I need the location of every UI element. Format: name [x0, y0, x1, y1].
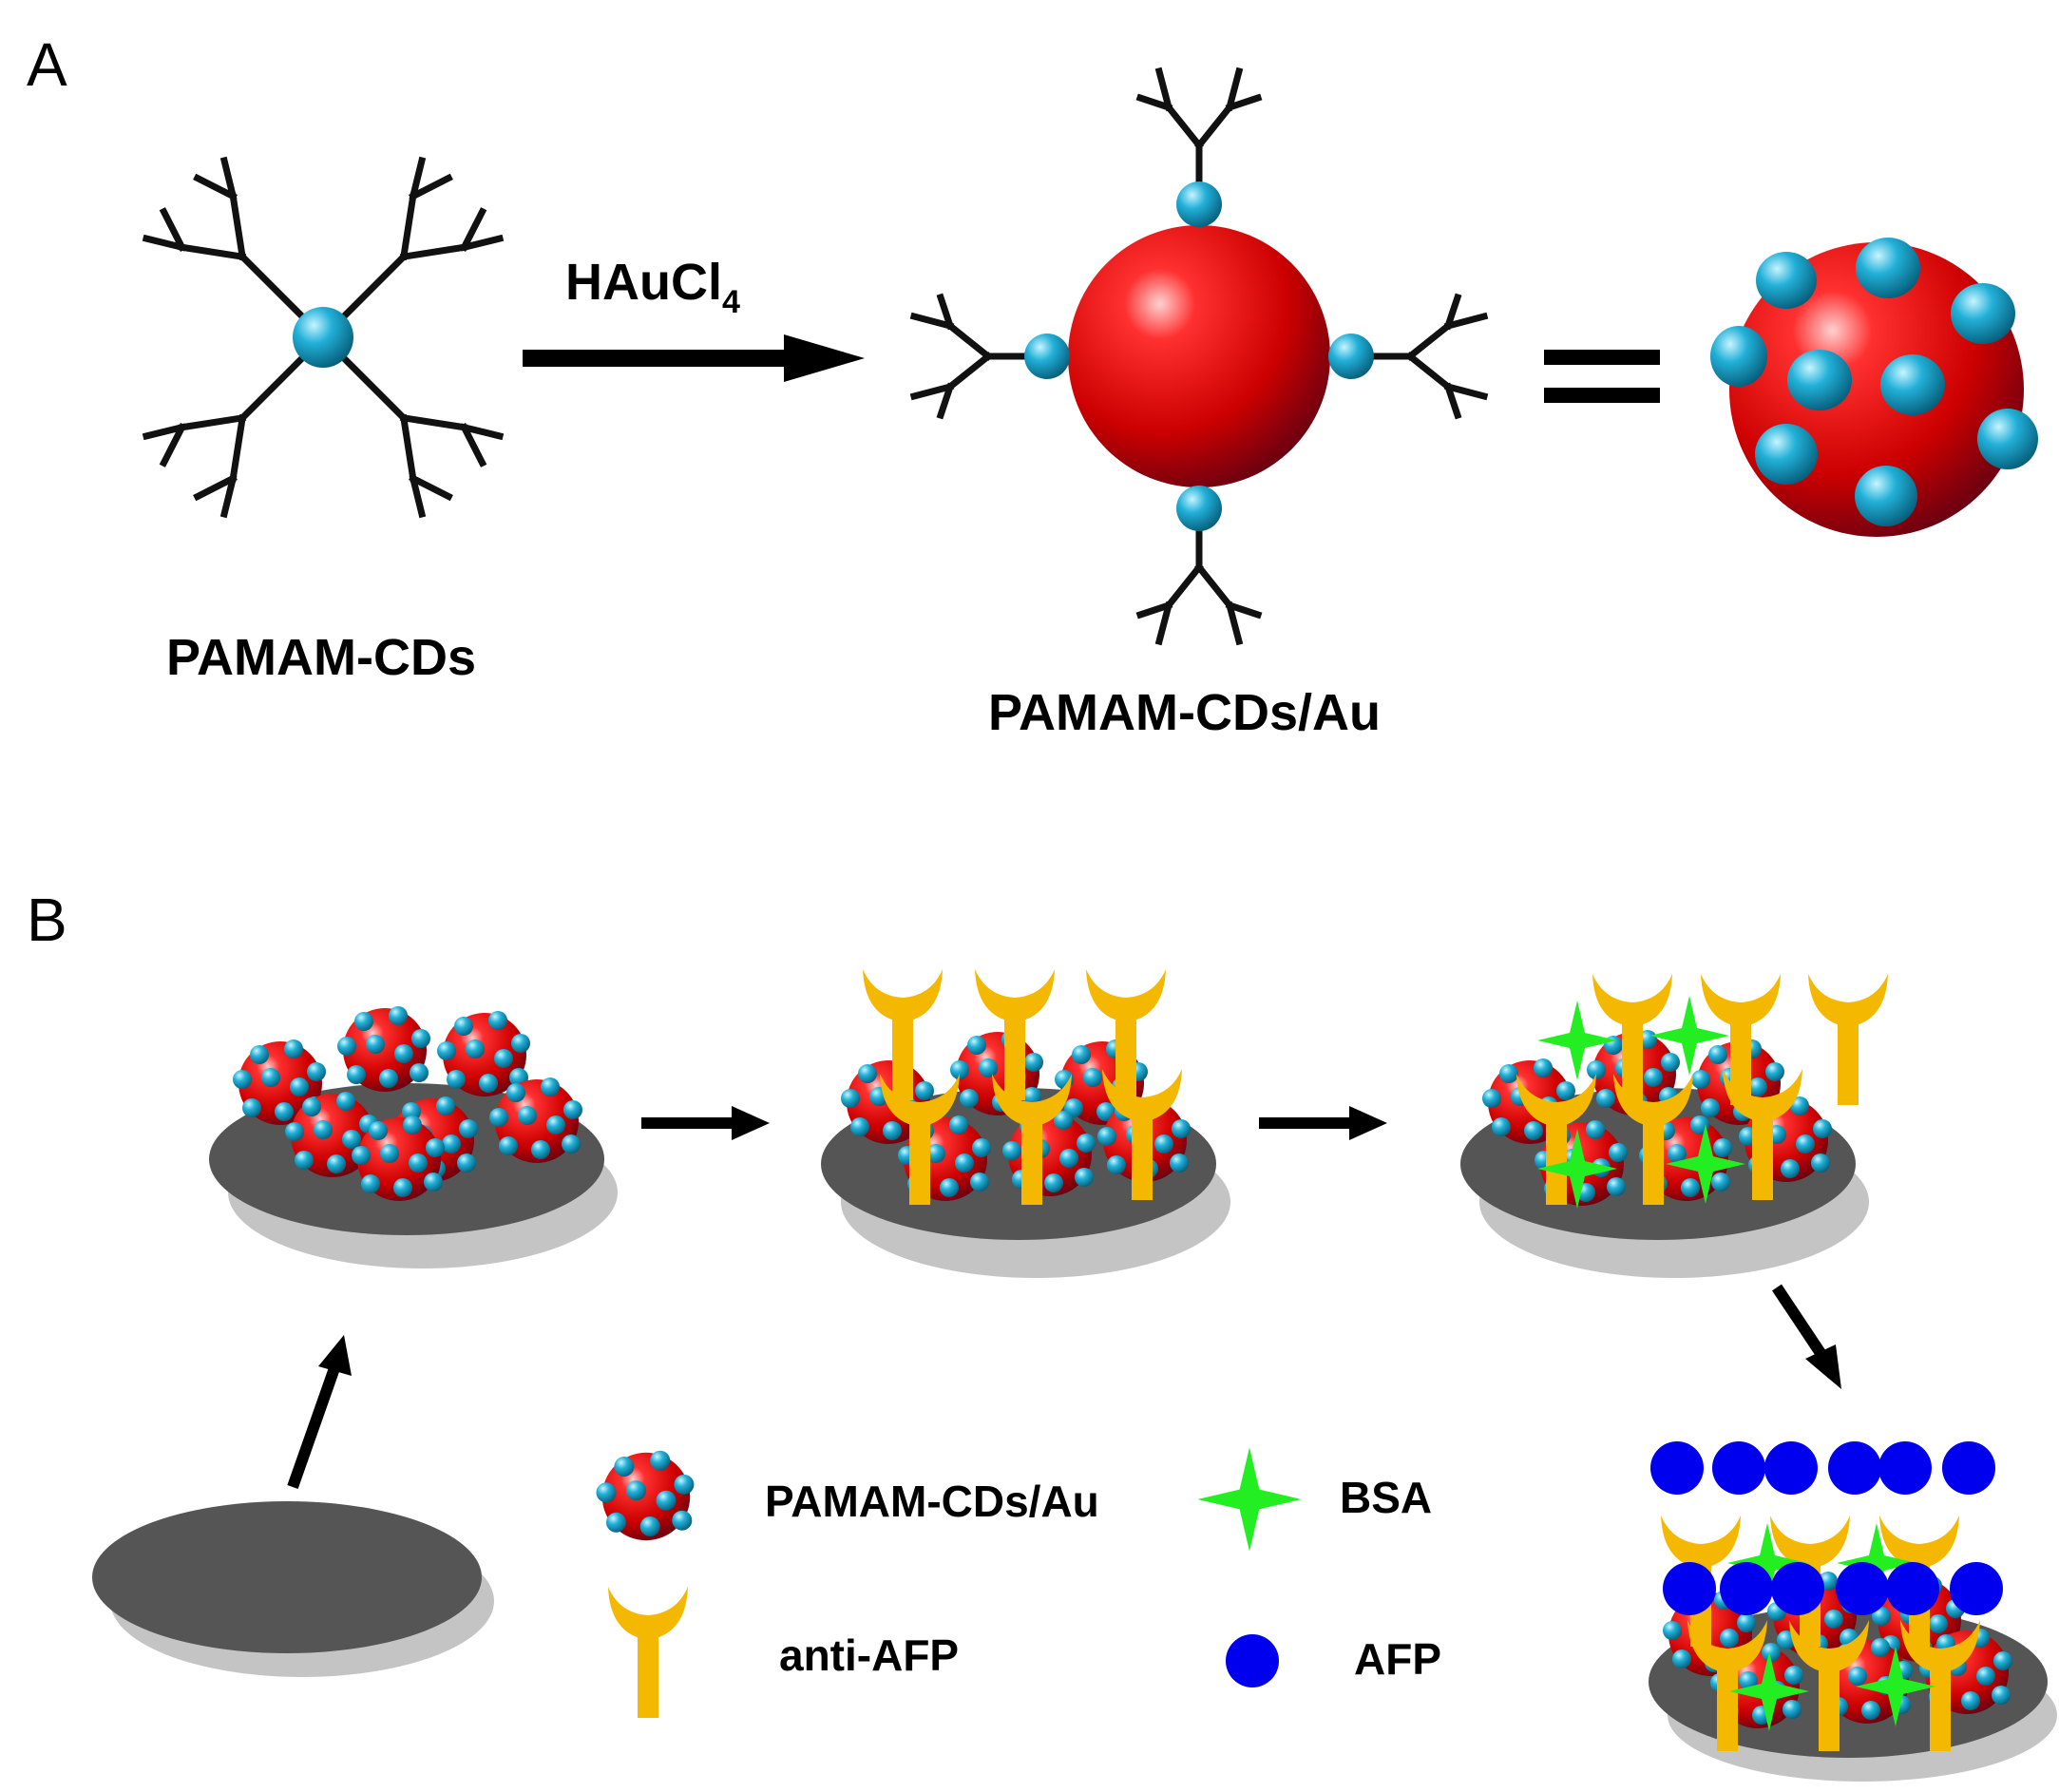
- panel-b-label: B: [27, 886, 67, 954]
- carbon-dot: [1176, 486, 1222, 531]
- bare-electrode: [92, 1501, 494, 1677]
- step-arrow-2: [641, 1106, 770, 1140]
- carbon-dot: [1024, 334, 1070, 379]
- pamam-au-particle: [914, 71, 1484, 641]
- dendrimer-core: [293, 307, 353, 368]
- legend-afp-label: AFP: [1354, 1634, 1441, 1684]
- carbon-dot: [1176, 181, 1222, 227]
- legend-bsa-icon: [1197, 1447, 1302, 1552]
- reagent-label: HAuCl4: [565, 254, 740, 320]
- step-arrow-4: [1772, 1284, 1841, 1389]
- legend-nanoparticle-label: PAMAM-CDs/Au: [765, 1477, 1099, 1526]
- simplified-particle: [1710, 238, 2038, 537]
- step-arrow-1: [287, 1335, 352, 1489]
- equals-sign: [1544, 350, 1660, 403]
- legend-antibody-label: anti-AFP: [779, 1630, 959, 1680]
- electrode-with-afp: [1649, 1441, 2057, 1782]
- legend-bsa-label: BSA: [1340, 1473, 1432, 1522]
- right-product-label: PAMAM-CDs/Au: [988, 684, 1381, 741]
- left-product-label: PAMAM-CDs: [166, 629, 476, 686]
- electrode-modified-nanoparticles: [209, 1006, 618, 1268]
- legend-nanoparticle-icon: [596, 1450, 695, 1541]
- electrode-with-bsa: [1460, 974, 1888, 1278]
- legend-antibody-icon: [608, 1587, 688, 1718]
- gold-core: [1068, 225, 1330, 487]
- legend-afp-icon: [1226, 1634, 1279, 1687]
- reaction-arrow: [523, 334, 865, 382]
- legend: PAMAM-CDs/Au anti-AFP BSA AFP: [596, 1447, 1441, 1718]
- carbon-dot: [1328, 334, 1374, 379]
- electrode-with-antibody: [821, 969, 1230, 1278]
- step-arrow-3: [1259, 1106, 1387, 1140]
- panel-a-label: A: [27, 30, 67, 99]
- pamam-dendrimer: [142, 156, 505, 519]
